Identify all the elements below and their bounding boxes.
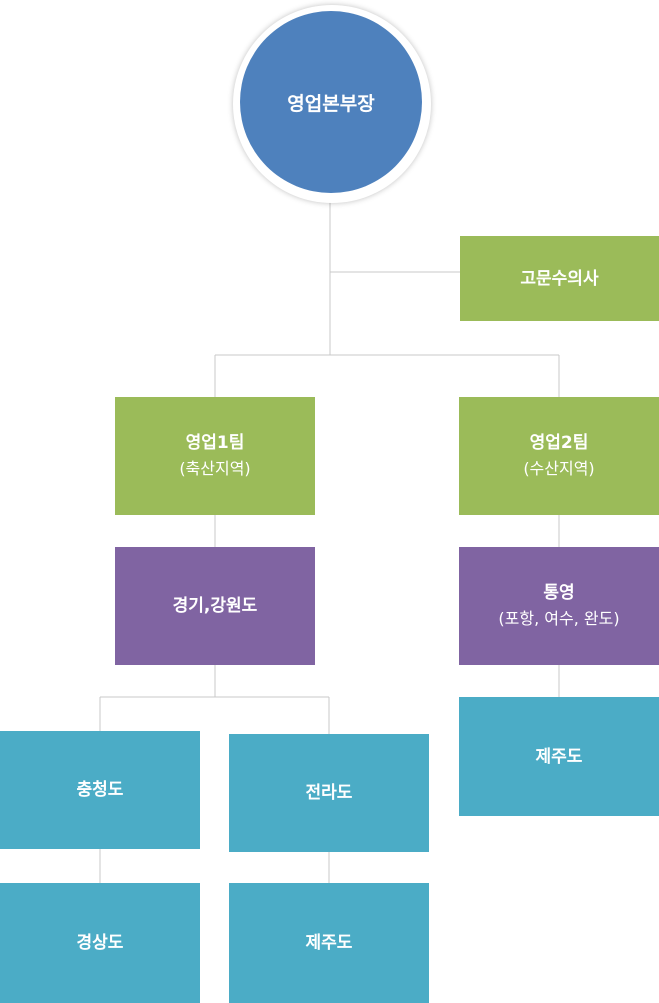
office-jeju-right-node: 제주도 <box>459 697 659 816</box>
team1-name: 영업1팀 <box>185 433 245 453</box>
advisor-node-label: 고문수의사 <box>520 268 599 289</box>
region2-detail: (포항, 여수, 완도) <box>498 609 620 628</box>
team2-name: 영업2팀 <box>529 433 589 453</box>
office-jeju-left-label: 제주도 <box>305 933 353 953</box>
region1-node: 경기,강원도 <box>115 547 315 665</box>
region1-name: 경기,강원도 <box>172 596 258 616</box>
region2-name: 통영 <box>543 583 575 603</box>
office-jeolla-node: 전라도 <box>229 734 429 852</box>
root-node-label: 영업본부장 <box>287 92 375 115</box>
root-node: 영업본부장 <box>240 11 422 193</box>
office-chungcheong-label: 충청도 <box>76 780 124 800</box>
office-gyeongsang-label: 경상도 <box>76 933 124 953</box>
office-chungcheong-node: 충청도 <box>0 731 200 849</box>
office-jeju-right-label: 제주도 <box>535 746 583 767</box>
office-gyeongsang-node: 경상도 <box>0 883 200 1003</box>
region2-node: 통영 (포항, 여수, 완도) <box>459 547 659 665</box>
advisor-node: 고문수의사 <box>460 236 659 321</box>
office-jeolla-label: 전라도 <box>305 783 353 803</box>
office-jeju-left-node: 제주도 <box>229 883 429 1003</box>
team2-area: (수산지역) <box>523 459 595 478</box>
team1-node: 영업1팀 (축산지역) <box>115 397 315 515</box>
team2-node: 영업2팀 (수산지역) <box>459 397 659 515</box>
team1-area: (축산지역) <box>179 459 251 478</box>
